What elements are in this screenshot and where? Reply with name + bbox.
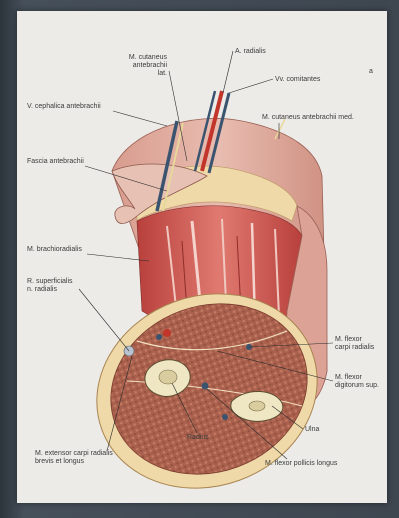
label-m-extensor-2: brevis et longus [35, 458, 85, 465]
leader-a-radialis [223, 51, 233, 93]
label-n-cutaneus-med: M. cutaneus antebrachii med. [262, 114, 354, 121]
label-vv-comitantes: Vv. comitantes [275, 76, 321, 83]
leader-vv-comitantes [229, 79, 273, 93]
label-m-brachioradialis: M. brachioradialis [27, 246, 82, 253]
label-flexor-digitorum-2: digitorum sup. [335, 382, 379, 389]
label-flexor-pollicis: M. flexor pollicis longus [265, 460, 338, 467]
label-r-superficialis-2: n. radialis [27, 286, 57, 293]
forearm-cross-section-diagram: M. cutaneus antebrachii lat. A. radialis… [17, 11, 387, 503]
label-v-cephalica: V. cephalica antebrachii [27, 103, 101, 110]
label-radius: Radius [187, 434, 209, 441]
label-n-cutaneus-lat-1: M. cutaneus [129, 54, 168, 61]
label-n-cutaneus-lat-3: lat. [158, 70, 167, 77]
label-fascia: Fascia antebrachii [27, 158, 84, 165]
label-r-superficialis-1: R. superficialis [27, 278, 73, 285]
anatomy-figure-page: M. cutaneus antebrachii lat. A. radialis… [17, 11, 387, 503]
label-flexor-carpi-1: M. flexor [335, 336, 363, 343]
label-ulna: Ulna [305, 426, 320, 433]
label-n-cutaneus-lat-2: antebrachii [133, 62, 168, 69]
label-a-radialis: A. radialis [235, 48, 266, 55]
label-flexor-carpi-2: carpi radialis [335, 344, 375, 351]
leader-v-cephalica [113, 111, 167, 126]
label-flexor-digitorum-1: M. flexor [335, 374, 363, 381]
leader-r-superficialis [79, 289, 129, 351]
label-m-extensor-1: M. extensor carpi radialis [35, 450, 113, 457]
label-corner-mark: a [369, 68, 373, 75]
